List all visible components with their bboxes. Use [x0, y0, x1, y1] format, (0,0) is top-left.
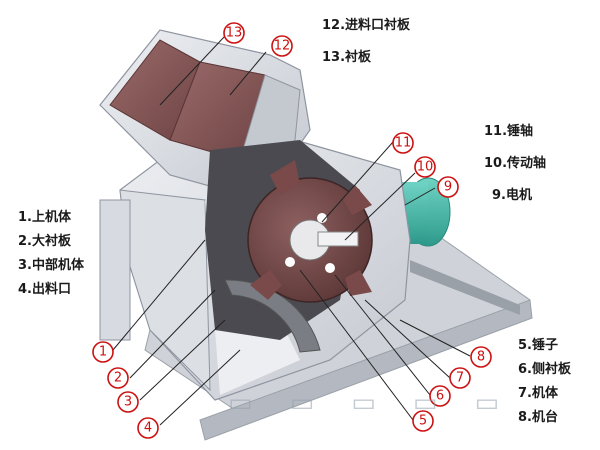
legend-item-6: 6.侧衬板	[518, 362, 571, 377]
legend-item-11: 11.锤轴	[484, 124, 534, 139]
legend-left: 1.上机体 2.大衬板 3.中部机体 4.出料口	[18, 206, 84, 302]
callout-1: 1	[99, 345, 107, 360]
callout-9: 9	[444, 180, 452, 195]
brand-watermark: ▭ ▭ ▭ ▭ ▭	[228, 388, 514, 418]
legend-right-upper: 11.锤轴 10.传动轴 9.电机	[484, 120, 546, 216]
legend-item-3: 3.中部机体	[18, 258, 84, 273]
legend-top: 12.进料口衬板 13.衬板	[322, 14, 410, 78]
legend-item-12: 12.进料口衬板	[322, 18, 411, 33]
callout-marker-6	[429, 385, 451, 407]
callout-marker-12	[271, 35, 293, 57]
callout-marker-1	[92, 341, 114, 363]
callout-4: 4	[144, 421, 152, 436]
legend-item-10: 10.传动轴	[484, 156, 547, 171]
callout-6: 6	[436, 389, 444, 404]
legend-item-2: 2.大衬板	[18, 234, 71, 249]
callout-3: 3	[124, 395, 132, 410]
rotor-assembly	[247, 160, 373, 303]
callout-marker-8	[470, 346, 492, 368]
callout-marker-7	[449, 367, 471, 389]
callout-8: 8	[477, 350, 485, 365]
callout-marker-5	[412, 410, 434, 432]
callout-marker-4	[137, 417, 159, 439]
legend-right-lower: 5.锤子 6.侧衬板 7.机体 8.机台	[518, 334, 571, 430]
callout-2: 2	[114, 371, 122, 386]
leader-lines	[112, 35, 471, 426]
legend-item-8: 8.机台	[518, 410, 558, 425]
legend-item-4: 4.出料口	[18, 282, 71, 297]
legend-item-7: 7.机体	[518, 386, 558, 401]
callout-marker-3	[117, 391, 139, 413]
callout-11: 11	[395, 136, 412, 151]
legend-item-5: 5.锤子	[518, 338, 558, 353]
legend-item-13: 13.衬板	[322, 50, 372, 65]
callout-7: 7	[456, 371, 464, 386]
callout-marker-13	[223, 22, 245, 44]
callout-marker-10	[414, 156, 436, 178]
callout-marker-9	[437, 176, 459, 198]
callout-5: 5	[419, 414, 427, 429]
callout-markers	[92, 22, 492, 439]
callout-13: 13	[226, 26, 243, 41]
callout-marker-11	[392, 132, 414, 154]
callout-marker-2	[107, 367, 129, 389]
callout-12: 12	[274, 39, 291, 54]
legend-item-9: 9.电机	[492, 188, 532, 203]
legend-item-1: 1.上机体	[18, 210, 71, 225]
callout-10: 10	[417, 160, 434, 175]
callout-numbers: 13 12 11 10 9 1 2 3 4 5 6 7 8	[99, 26, 485, 436]
